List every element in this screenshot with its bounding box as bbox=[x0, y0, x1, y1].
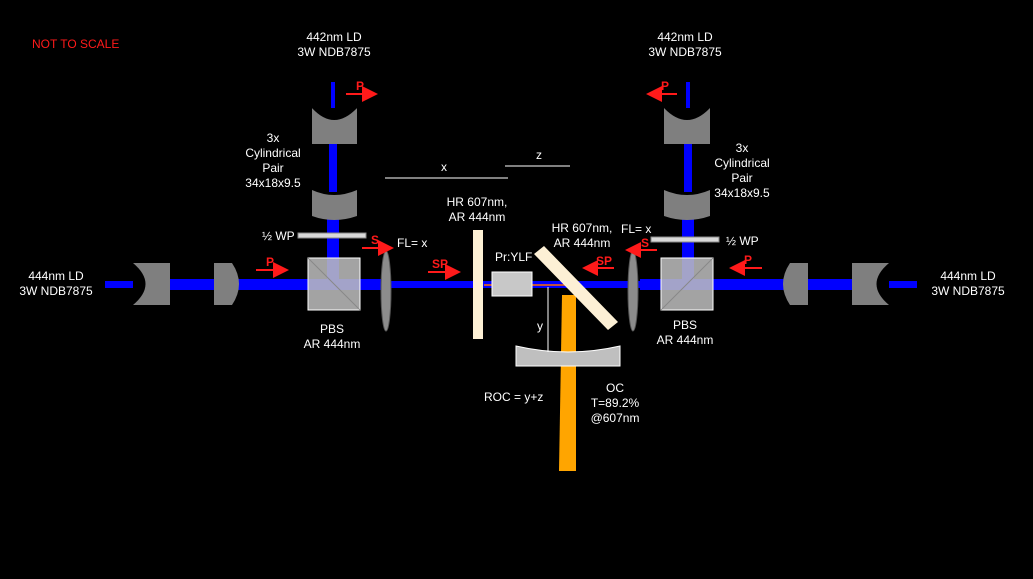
top-left-pump-beam bbox=[331, 82, 335, 115]
hr-fold-mirror-label: HR 607nm, AR 444nm bbox=[551, 221, 613, 250]
right-focal-length-label: FL= x bbox=[621, 222, 652, 236]
dimension-x-label: x bbox=[441, 160, 447, 174]
right-ld-lens-inner-body bbox=[790, 263, 808, 305]
top-right-lens-upper-cutout bbox=[664, 108, 710, 120]
top-right-ld-label: 442nm LD 3W NDB7875 bbox=[648, 30, 722, 59]
p-marker-top-left: P bbox=[356, 79, 365, 93]
left-focal-length-label: FL= x bbox=[397, 236, 428, 250]
top-right-pump-beam bbox=[686, 82, 690, 115]
sp-marker-left: SP bbox=[432, 257, 449, 271]
left-pump-beam-thick bbox=[168, 279, 383, 290]
left-ld-lens-outer-cutout bbox=[133, 263, 146, 305]
laser-output-beam bbox=[559, 295, 576, 471]
hr-flat-mirror-label: HR 607nm, AR 444nm bbox=[446, 195, 508, 224]
right-cylindrical-pair-label: 3x Cylindrical Pair 34x18x9.5 bbox=[714, 141, 770, 200]
s-marker-right: S bbox=[641, 236, 650, 250]
right-ld-lens-inner-curve bbox=[783, 263, 790, 305]
output-coupler-mirror bbox=[515, 345, 621, 367]
left-half-wave-plate bbox=[297, 232, 367, 239]
top-left-cylindrical-lens-lower bbox=[312, 190, 357, 220]
right-focusing-lens bbox=[627, 250, 639, 332]
s-marker-left: S bbox=[371, 233, 380, 247]
p-marker-left: P bbox=[266, 255, 275, 269]
right-pbs-label: PBS AR 444nm bbox=[656, 318, 714, 347]
right-half-wave-plate-label: ½ WP bbox=[726, 234, 759, 248]
right-half-wave-plate bbox=[650, 236, 720, 243]
top-left-ld-label: 442nm LD 3W NDB7875 bbox=[297, 30, 371, 59]
crystal-label: Pr:YLF bbox=[495, 250, 533, 264]
right-ld-lens-outer-cutout bbox=[876, 263, 889, 305]
right-pbs-cube bbox=[660, 257, 714, 311]
dimension-y-label: y bbox=[537, 319, 543, 333]
left-ld-label: 444nm LD 3W NDB7875 bbox=[19, 269, 93, 298]
left-half-wave-plate-label: ½ WP bbox=[262, 229, 295, 243]
hr-flat-mirror bbox=[473, 230, 483, 339]
left-ld-lens-inner-body bbox=[214, 263, 232, 305]
top-left-pump-beam-mid bbox=[329, 140, 337, 192]
hr-fold-mirror bbox=[534, 246, 618, 330]
sp-marker-right: SP bbox=[596, 254, 613, 268]
left-focusing-lens bbox=[380, 250, 392, 332]
p-marker-top-right: P bbox=[661, 79, 670, 93]
left-pbs-cube bbox=[307, 257, 361, 311]
top-right-pump-beam-mid bbox=[684, 140, 692, 192]
p-marker-right: P bbox=[744, 253, 753, 267]
not-to-scale-note: NOT TO SCALE bbox=[32, 37, 120, 51]
top-right-cylindrical-lens-lower bbox=[664, 190, 710, 220]
right-ld-label: 444nm LD 3W NDB7875 bbox=[931, 269, 1005, 298]
roc-label: ROC = y+z bbox=[484, 390, 544, 404]
left-ld-lens-inner-curve bbox=[232, 263, 239, 305]
pr-ylf-crystal bbox=[491, 271, 533, 297]
output-coupler-label: OC T=89.2% @607nm bbox=[590, 381, 640, 425]
right-pump-beam-thick bbox=[640, 279, 852, 290]
top-left-lens-upper-cutout bbox=[312, 108, 357, 120]
left-pbs-label: PBS AR 444nm bbox=[303, 322, 361, 351]
left-cylindrical-pair-label: 3x Cylindrical Pair 34x18x9.5 bbox=[245, 131, 301, 190]
dimension-z-label: z bbox=[536, 148, 542, 162]
